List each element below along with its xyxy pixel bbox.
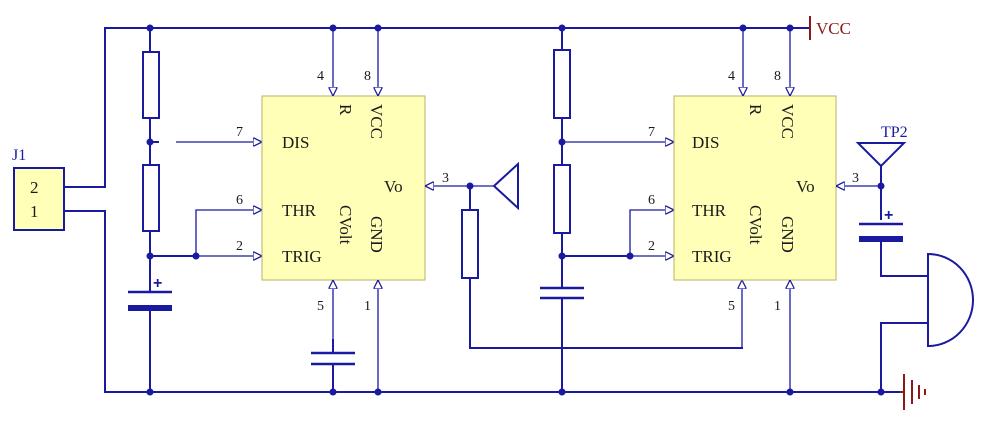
ic1-pin-cvolt: CVolt xyxy=(336,205,355,245)
vcc-symbol: VCC xyxy=(809,16,851,40)
resistor-r3 xyxy=(461,209,479,279)
ic1-pin-vcc: VCC xyxy=(367,104,386,139)
ic2-pin-gnd: GND xyxy=(778,216,797,253)
connector-label: J1 xyxy=(12,147,26,164)
resistor-r2 xyxy=(142,164,160,232)
left-timing-network: + xyxy=(128,27,262,393)
resistor-r4 xyxy=(553,49,571,119)
ic2-pinno-trig: 2 xyxy=(648,239,655,254)
ic1-pinno-vcc: 8 xyxy=(364,69,371,84)
ic2-pinno-r: 4 xyxy=(728,69,735,84)
vcc-rail xyxy=(63,27,811,188)
ic2-pinno-thr: 6 xyxy=(648,193,655,208)
ic1-pin-trig: TRIG xyxy=(282,247,322,266)
ic1-pinno-dis: 7 xyxy=(236,125,243,140)
ic2-pinno-vo: 3 xyxy=(852,171,859,186)
ground-symbol xyxy=(900,374,926,410)
capacitor-plus-left: + xyxy=(153,275,162,292)
capacitor-plus-output: + xyxy=(884,207,893,224)
ic2-pin-vcc: VCC xyxy=(778,104,797,139)
resistor-r1 xyxy=(142,51,160,119)
ground-rail xyxy=(63,210,901,393)
ic1-pin-gnd: GND xyxy=(367,216,386,253)
ic1-body xyxy=(261,95,426,281)
ic1-pinno-gnd: 1 xyxy=(364,299,371,314)
speaker-1 xyxy=(492,161,519,211)
ic1-timer: DIS THR TRIG Vo R VCC CVolt GND 7 6 2 4 … xyxy=(236,28,494,392)
junctions xyxy=(146,24,885,396)
ic2-pinno-dis: 7 xyxy=(648,125,655,140)
connector-pin-1: 1 xyxy=(30,202,39,221)
right-timing-network xyxy=(540,27,674,393)
ic1-pinno-r: 4 xyxy=(317,69,324,84)
resistor-r5 xyxy=(553,164,571,234)
ic2-pin-r: R xyxy=(746,104,765,116)
ic2-pinno-vcc: 8 xyxy=(774,69,781,84)
connector-pin-2: 2 xyxy=(30,178,39,197)
ic2-pin-dis: DIS xyxy=(692,133,719,152)
ic1-pinno-trig: 2 xyxy=(236,239,243,254)
connector-j1: J1 2 1 xyxy=(12,147,65,231)
ic2-pin-cvolt: CVolt xyxy=(746,205,765,245)
ic2-pin-vo: Vo xyxy=(796,177,815,196)
ic2-pinno-gnd: 1 xyxy=(774,299,781,314)
ic2-timer: DIS THR TRIG Vo R VCC CVolt GND 7 6 2 4 … xyxy=(648,28,882,392)
ic1-pin-r: R xyxy=(336,104,355,116)
test-point-tp2: TP2 xyxy=(855,124,908,168)
vcc-label: VCC xyxy=(816,19,851,38)
buzzer xyxy=(927,252,974,348)
test-point-label: TP2 xyxy=(881,124,908,141)
ic1-pinno-thr: 6 xyxy=(236,193,243,208)
coupling-network xyxy=(461,185,742,349)
ic2-pin-thr: THR xyxy=(692,201,727,220)
ic1-pin-dis: DIS xyxy=(282,133,309,152)
ic1-pin-vo: Vo xyxy=(384,177,403,196)
capacitor-cvolt-ic1 xyxy=(311,339,355,393)
ic2-pin-trig: TRIG xyxy=(692,247,732,266)
ic2-pinno-cvolt: 5 xyxy=(728,299,735,314)
output-stage: + xyxy=(859,165,929,393)
ic1-pinno-cvolt: 5 xyxy=(317,299,324,314)
ic1-pin-thr: THR xyxy=(282,201,317,220)
ic1-pinno-vo: 3 xyxy=(442,171,449,186)
